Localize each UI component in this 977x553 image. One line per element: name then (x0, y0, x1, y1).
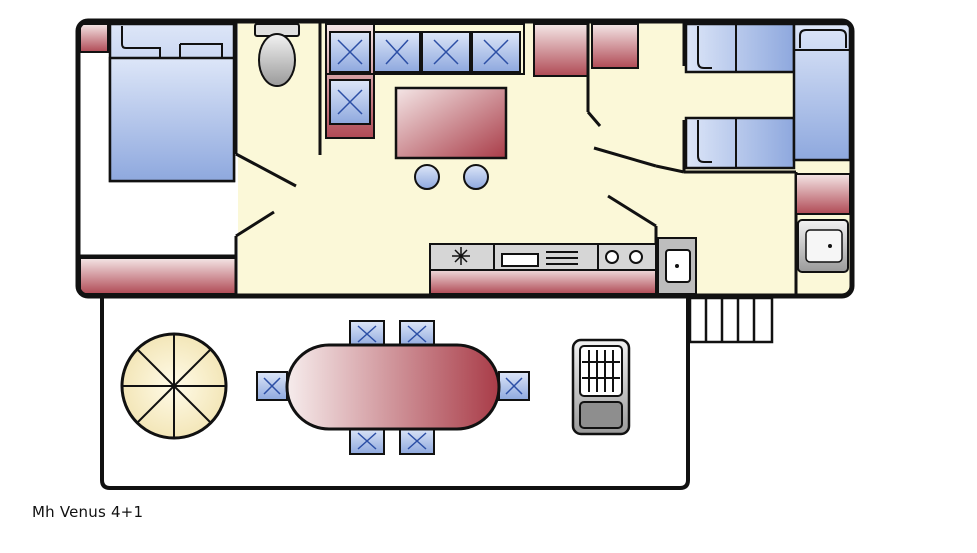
single-bed-3 (792, 22, 852, 162)
double-bed (108, 22, 236, 183)
outdoor-dining-table (256, 320, 530, 455)
kitchen-upper-cabinets (325, 23, 639, 139)
master-bedroom (79, 22, 237, 295)
sink-icon (657, 237, 697, 295)
indoor-table (394, 86, 508, 190)
bedroom-walls (80, 22, 297, 294)
model-caption: Mh Venus 4+1 (32, 503, 144, 521)
bathroom (254, 22, 322, 155)
terrace (100, 296, 690, 490)
grill-icon (571, 338, 631, 436)
shower-room (795, 173, 851, 273)
outer-wall (75, 18, 855, 299)
entrance-steps (688, 296, 774, 344)
parasol-icon (120, 332, 228, 440)
toilet-icon (254, 23, 300, 87)
kitchen-counter (429, 237, 697, 295)
snowflake-icon (452, 247, 470, 265)
twin-bedroom (684, 22, 852, 170)
single-bed-2 (684, 116, 796, 170)
single-bed-1 (684, 22, 796, 74)
interior-walls (586, 22, 798, 294)
